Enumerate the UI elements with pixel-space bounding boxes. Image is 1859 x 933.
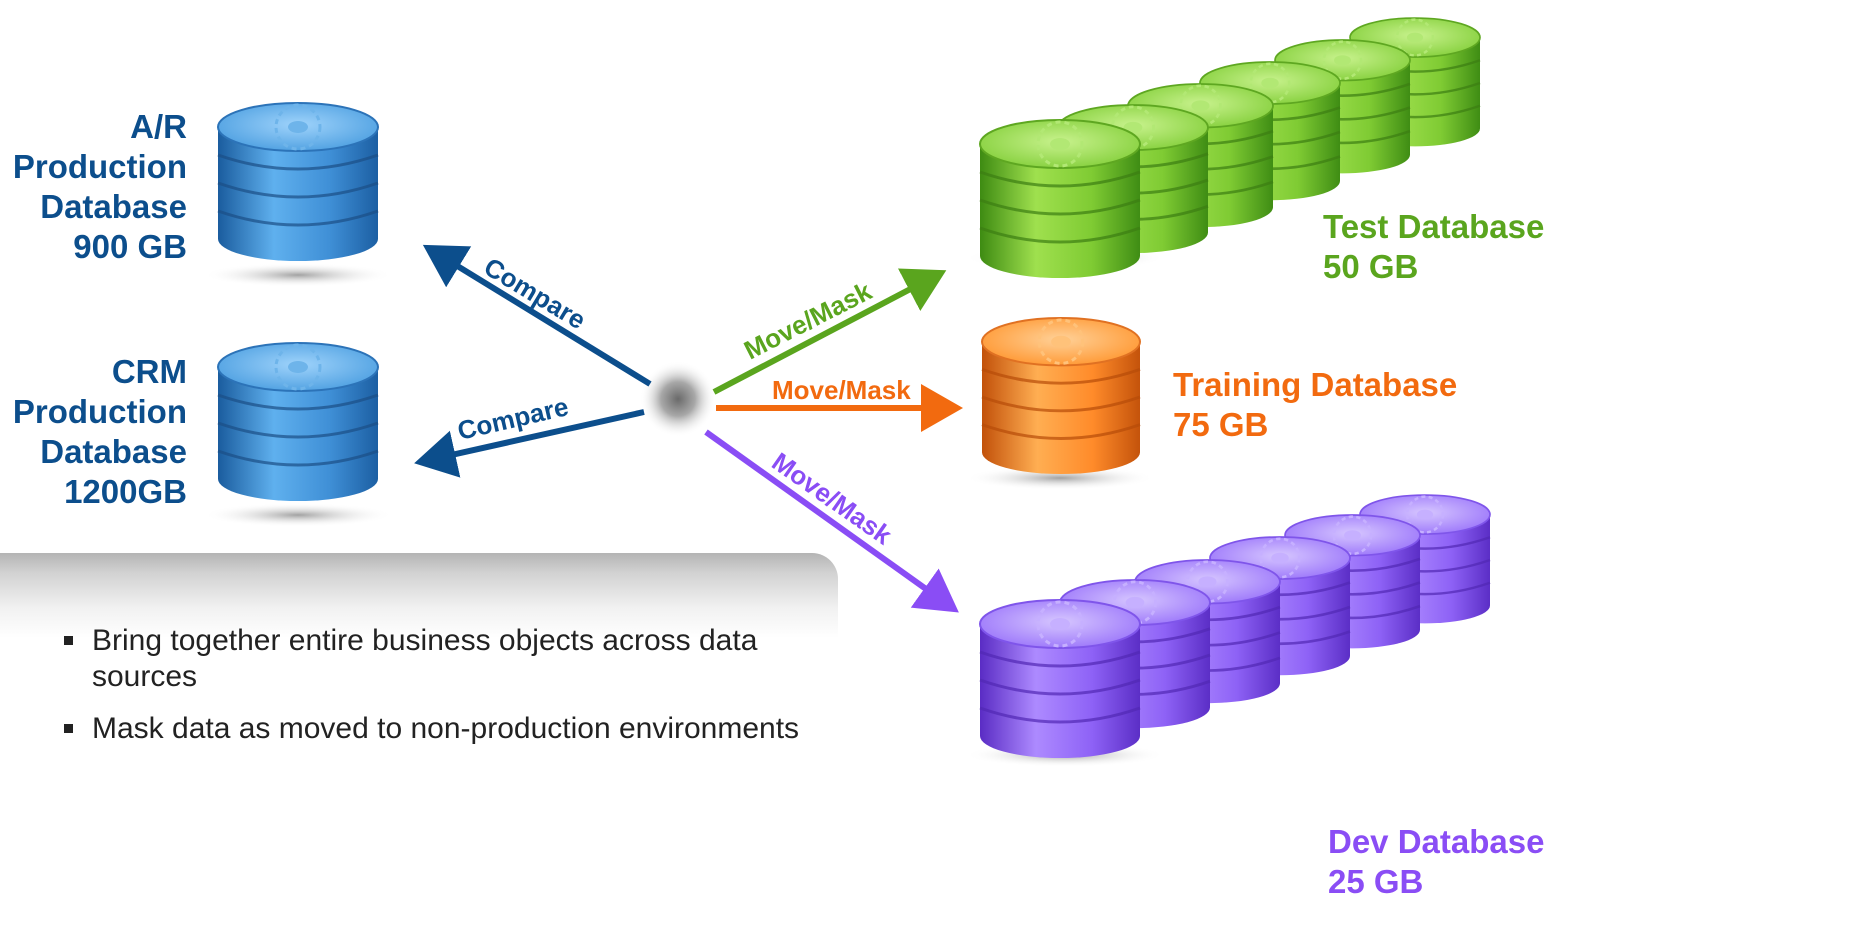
hub-node-icon [640,361,716,437]
feature-bullet-list: Bring together entire business objects a… [62,623,822,763]
compare-label-top: Compare [479,251,591,335]
training-database-size: 75 GB [1173,406,1269,443]
crm-label-line-1: CRM [111,353,187,390]
dev-database-stack-icon [965,493,1492,767]
test-database-label: Test Database 50 GB [1323,207,1544,287]
ar-production-database-icon [203,101,393,287]
crm-label-line-4: 1200GB [64,473,187,510]
bullet-text: Mask data as moved to non-production env… [92,712,800,745]
ar-label-line-1: A/R [130,108,187,145]
crm-label-line-2: Production [12,393,187,430]
ar-label-line-4: 900 GB [73,228,187,265]
ar-label-line-3: Database [40,188,187,225]
crm-database-label: CRM Production Database 1200GB [13,352,187,512]
test-database-size: 50 GB [1323,248,1419,285]
move-mask-arrow-test [712,268,947,395]
move-mask-arrow-dev [704,429,959,613]
compare-label-bottom: Compare [455,391,572,446]
test-database-name: Test Database [1323,208,1545,245]
dev-database-label: Dev Database 25 GB [1328,822,1544,902]
list-item: Bring together entire business objects a… [62,623,822,695]
list-item: Mask data as moved to non-production env… [62,711,822,747]
compare-arrow-ar [422,244,652,387]
test-database-stack-icon [965,16,1482,280]
compare-arrow-crm [414,409,645,478]
dev-database-name: Dev Database [1328,823,1545,860]
move-mask-label-dev: Move/Mask [767,446,898,550]
crm-production-database-icon [203,341,393,527]
move-mask-label-training: Move/Mask [772,375,911,405]
dev-database-size: 25 GB [1328,863,1424,900]
info-panel [0,553,838,933]
ar-label-line-2: Production [12,148,187,185]
ar-database-label: A/R Production Database 900 GB [13,107,187,267]
training-database-icon [965,316,1155,490]
square-bullet-icon [64,636,73,645]
bullet-text: Bring together entire business objects a… [92,624,758,693]
square-bullet-icon [64,724,73,733]
training-database-name: Training Database [1173,366,1458,403]
crm-label-line-3: Database [40,433,187,470]
training-database-label: Training Database 75 GB [1173,365,1457,445]
